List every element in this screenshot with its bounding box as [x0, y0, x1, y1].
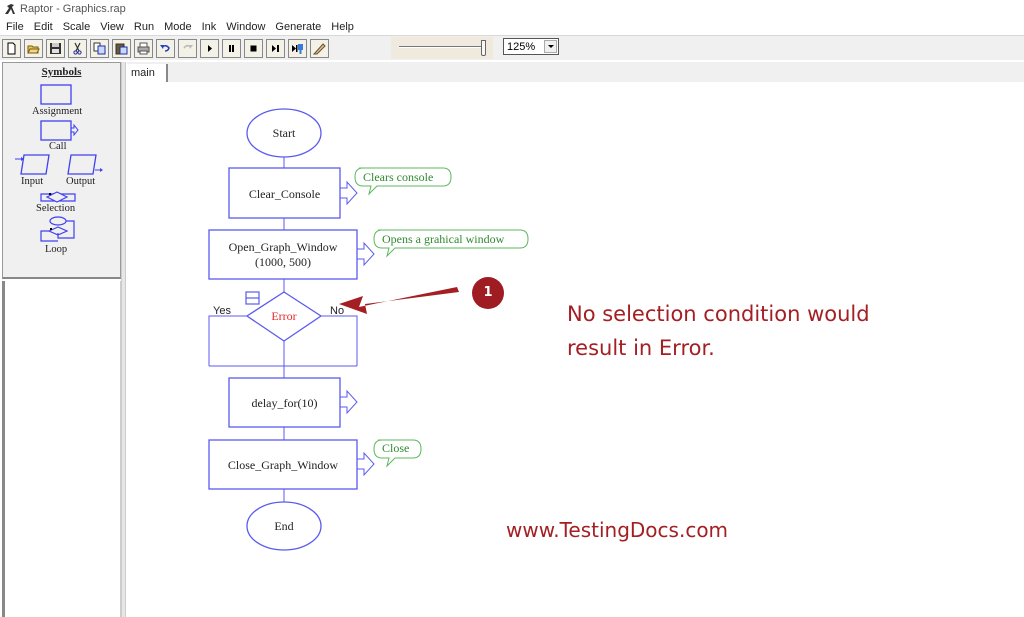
printer-icon — [137, 42, 150, 55]
menu-window[interactable]: Window — [226, 20, 266, 33]
selection-symbol-icon[interactable] — [40, 191, 76, 203]
paste-icon — [115, 43, 128, 55]
redo-icon — [183, 44, 193, 49]
pause-icon — [229, 45, 234, 52]
undo-button[interactable] — [156, 39, 175, 58]
flowchart-canvas[interactable]: Start Clear_Console Clears console Open_… — [127, 82, 1024, 617]
clear-console-note-bubble — [354, 167, 452, 196]
raptor-app-icon — [5, 4, 15, 14]
menu-bar: File Edit Scale View Run Mode Ink Window… — [0, 18, 1024, 35]
assignment-label: Assignment — [32, 106, 83, 117]
symbol-shapes — [15, 84, 103, 242]
selection-no-label: No — [330, 305, 345, 317]
cut-button[interactable] — [68, 39, 87, 58]
call-label: Call — [49, 141, 67, 152]
close-graph-label: Close_Graph_Window — [227, 458, 339, 472]
annotation-badge — [472, 277, 504, 309]
clear-console-note: Clears console — [363, 170, 434, 184]
copy-icon — [93, 42, 106, 55]
close-note-bubble — [373, 439, 422, 468]
stop-button[interactable] — [244, 39, 263, 58]
call-symbol-icon[interactable] — [40, 120, 79, 141]
zoom-slider-thumb[interactable] — [481, 40, 486, 56]
scissors-icon — [73, 42, 82, 55]
chevron-down-icon[interactable] — [544, 40, 557, 53]
close-note: Close — [382, 441, 410, 455]
zoom-slider[interactable] — [391, 37, 493, 59]
menu-ink[interactable]: Ink — [201, 20, 217, 33]
menu-run[interactable]: Run — [133, 20, 155, 33]
close-graph-window-call[interactable] — [208, 439, 358, 490]
website-watermark: www.TestingDocs.com — [506, 518, 729, 542]
undo-icon — [160, 44, 170, 52]
output-symbol-icon[interactable] — [67, 154, 103, 175]
selection-label: Selection — [36, 203, 76, 214]
end-terminal[interactable] — [246, 501, 322, 551]
open-graph-window-call[interactable] — [208, 229, 358, 280]
loop-label: Loop — [45, 244, 68, 255]
step-button[interactable] — [266, 39, 285, 58]
ink-button[interactable] — [310, 39, 329, 58]
panel-splitter[interactable] — [121, 62, 126, 617]
open-folder-icon — [27, 45, 40, 54]
symbols-title: Symbols — [41, 66, 82, 78]
menu-view[interactable]: View — [100, 20, 124, 33]
floppy-disk-icon — [50, 43, 61, 54]
open-graph-label-line1: Open_Graph_Window — [228, 240, 338, 254]
start-label: Start — [272, 126, 296, 140]
stop-icon — [250, 45, 257, 52]
loop-symbol-icon[interactable] — [40, 216, 75, 242]
zoom-level-select[interactable]: 125% — [503, 38, 559, 55]
tab-strip: main — [127, 62, 1024, 82]
left-panel: Symbols — [2, 62, 121, 617]
delay-label: delay_for(10) — [251, 396, 318, 410]
selection-block[interactable] — [208, 291, 358, 367]
selection-yes-label: Yes — [213, 305, 231, 317]
open-graph-label-line2: (1000, 500) — [255, 255, 311, 269]
input-symbol-icon[interactable] — [15, 154, 50, 175]
variables-panel — [2, 281, 121, 617]
run-complete-icon — [292, 44, 303, 54]
annotation-arrow — [339, 287, 459, 314]
selection-condition: Error — [271, 309, 297, 323]
run-button[interactable] — [200, 39, 219, 58]
flowchart-diagram — [208, 108, 529, 551]
pause-button[interactable] — [222, 39, 241, 58]
annotation-line2: result in Error. — [567, 336, 715, 360]
tab-main[interactable]: main — [127, 64, 168, 82]
menu-generate[interactable]: Generate — [275, 20, 322, 33]
assignment-symbol-icon[interactable] — [40, 84, 72, 105]
open-file-button[interactable] — [24, 39, 43, 58]
zoom-slider-track — [399, 46, 483, 48]
menu-mode[interactable]: Mode — [164, 20, 192, 33]
input-label: Input — [21, 176, 44, 187]
save-button[interactable] — [46, 39, 65, 58]
new-document-icon — [7, 42, 16, 55]
open-graph-note-bubble — [373, 229, 529, 258]
window-title: Raptor - Graphics.rap — [20, 3, 126, 15]
symbols-panel: Symbols — [2, 62, 121, 279]
annotation-badge-number: 1 — [483, 285, 493, 300]
clear-console-label: Clear_Console — [248, 187, 321, 201]
zoom-level-value: 125% — [507, 40, 536, 53]
run-complete-button[interactable] — [288, 39, 307, 58]
annotation-line1: No selection condition would — [567, 302, 870, 326]
menu-file[interactable]: File — [6, 20, 24, 33]
menu-help[interactable]: Help — [331, 20, 354, 33]
paste-button[interactable] — [112, 39, 131, 58]
redo-button[interactable] — [178, 39, 197, 58]
step-icon — [272, 45, 279, 52]
play-icon — [208, 45, 212, 52]
print-button[interactable] — [134, 39, 153, 58]
output-label: Output — [66, 176, 96, 187]
new-file-button[interactable] — [2, 39, 21, 58]
pen-icon — [313, 43, 326, 55]
title-bar: Raptor - Graphics.rap — [0, 0, 1024, 18]
menu-edit[interactable]: Edit — [33, 20, 53, 33]
open-graph-note: Opens a grahical window — [382, 232, 505, 246]
end-label: End — [274, 519, 294, 533]
copy-button[interactable] — [90, 39, 109, 58]
menu-scale[interactable]: Scale — [62, 20, 91, 33]
